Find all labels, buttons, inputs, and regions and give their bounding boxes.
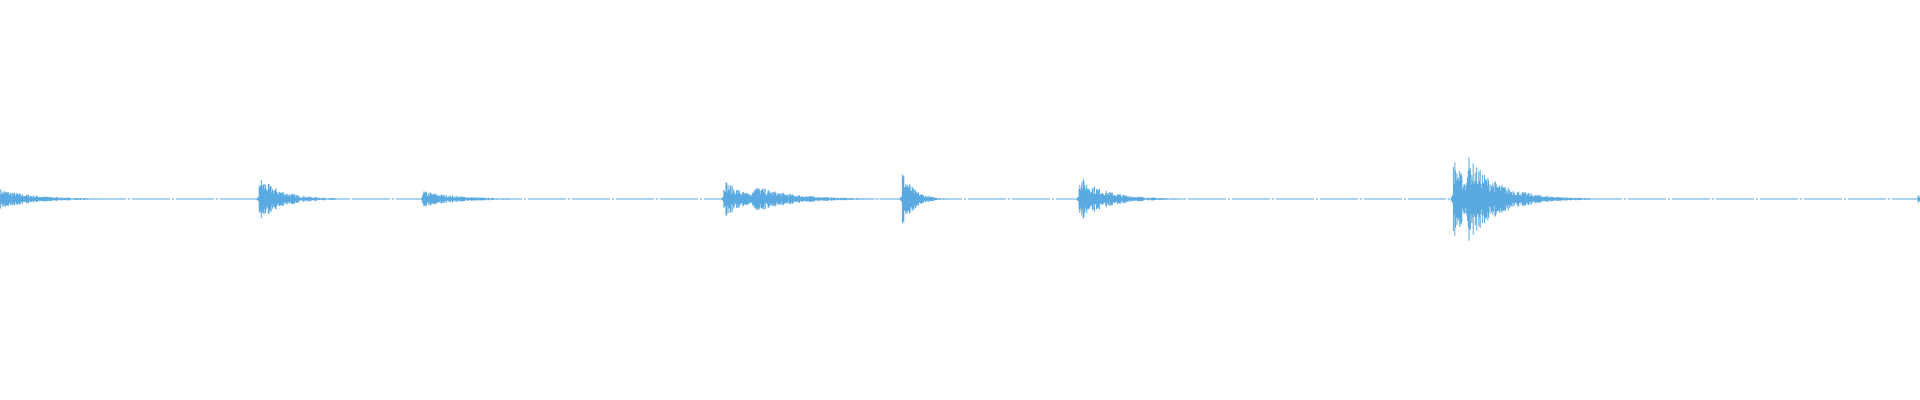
waveform-burst-3 bbox=[419, 191, 523, 207]
waveform-burst-6 bbox=[899, 174, 949, 224]
waveform-burst-10 bbox=[1915, 195, 1920, 203]
waveform-burst-5 bbox=[749, 188, 884, 210]
waveform-bursts bbox=[0, 157, 1920, 241]
waveform-burst-1 bbox=[0, 189, 107, 209]
waveform-burst-9 bbox=[1464, 157, 1590, 241]
waveform-burst-2 bbox=[256, 179, 349, 219]
waveform-burst-7 bbox=[1076, 179, 1185, 219]
